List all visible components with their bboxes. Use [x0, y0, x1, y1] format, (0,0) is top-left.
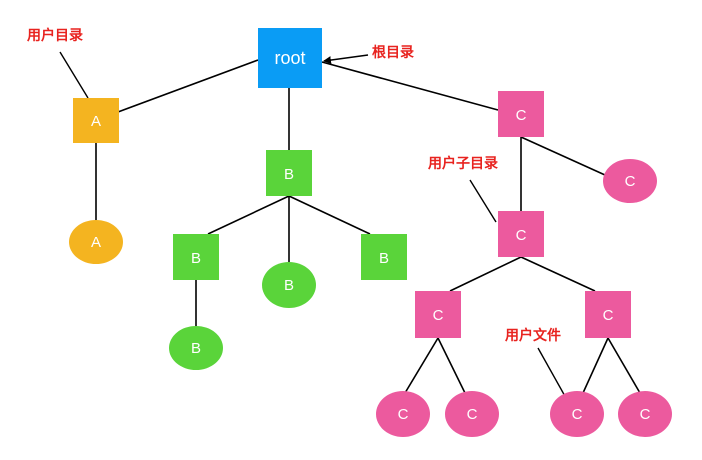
edge-root-c — [321, 61, 499, 111]
tree-edges — [95, 59, 641, 394]
file-a-node — [69, 220, 123, 264]
file-c-2-label: C — [467, 406, 478, 423]
file-c-1-node — [376, 391, 430, 437]
edge-b-right — [288, 195, 371, 235]
file-b-mid-node — [262, 262, 316, 308]
dir-c-sub-left-label: C — [433, 307, 444, 324]
edge-cl-2 — [437, 337, 466, 394]
file-c-3-node — [550, 391, 604, 437]
file-c-4-node — [618, 391, 672, 437]
file-c-2-node — [445, 391, 499, 437]
annotation-user-directory: 用户目录 — [27, 27, 83, 44]
user-c-branch: C C C C C C C C C — [376, 91, 672, 437]
dir-a-node — [73, 98, 119, 143]
dir-c-sub-right-node — [585, 291, 631, 338]
annotation-user-subdirectory: 用户子目录 — [428, 155, 498, 172]
annotations: 用户目录 根目录 用户子目录 用户文件 — [27, 27, 561, 344]
leader-root-directory — [323, 54, 369, 65]
file-c-1-label: C — [398, 406, 409, 423]
file-b-mid-label: B — [284, 277, 294, 294]
edge-csub-right — [520, 256, 596, 292]
dir-b-left-node — [173, 234, 219, 280]
dir-c-label: C — [516, 107, 527, 124]
dir-c-sub-right-label: C — [603, 307, 614, 324]
root-node: root — [258, 28, 322, 88]
dir-b-node — [266, 150, 312, 196]
edge-csub-left — [449, 256, 522, 292]
root-node-box — [258, 28, 322, 88]
leader-user-subdirectory — [469, 179, 497, 223]
file-c-3-label: C — [572, 406, 583, 423]
edge-cr-3 — [582, 337, 609, 394]
file-c-top-label: C — [625, 173, 636, 190]
edge-cr-4 — [607, 337, 641, 394]
dir-c-sub-left-node — [415, 291, 461, 338]
file-b-bottom-label: B — [191, 340, 201, 357]
file-b-bottom-node — [169, 326, 223, 370]
dir-c-node — [498, 91, 544, 137]
annotation-root-directory: 根目录 — [372, 44, 414, 61]
dir-a-label: A — [91, 113, 101, 130]
leader-user-directory — [59, 51, 89, 99]
user-b-branch: B B B B B — [169, 150, 407, 370]
file-a-label: A — [91, 234, 101, 251]
edge-cl-1 — [404, 337, 439, 394]
edge-c-top-file — [520, 136, 606, 176]
user-a-branch: A A — [69, 98, 123, 264]
root-node-label: root — [274, 48, 305, 68]
annotation-leaders — [59, 51, 567, 399]
leader-user-file — [537, 347, 567, 399]
edge-root-a — [117, 59, 259, 113]
annotation-user-file: 用户文件 — [505, 327, 561, 344]
dir-c-sub-node — [498, 211, 544, 257]
dir-b-right-node — [361, 234, 407, 280]
file-c-top-node — [603, 159, 657, 203]
dir-b-label: B — [284, 166, 294, 183]
dir-b-right-label: B — [379, 250, 389, 267]
edge-b-left — [207, 195, 290, 235]
file-c-4-label: C — [640, 406, 651, 423]
dir-b-left-label: B — [191, 250, 201, 267]
dir-c-sub-label: C — [516, 227, 527, 244]
